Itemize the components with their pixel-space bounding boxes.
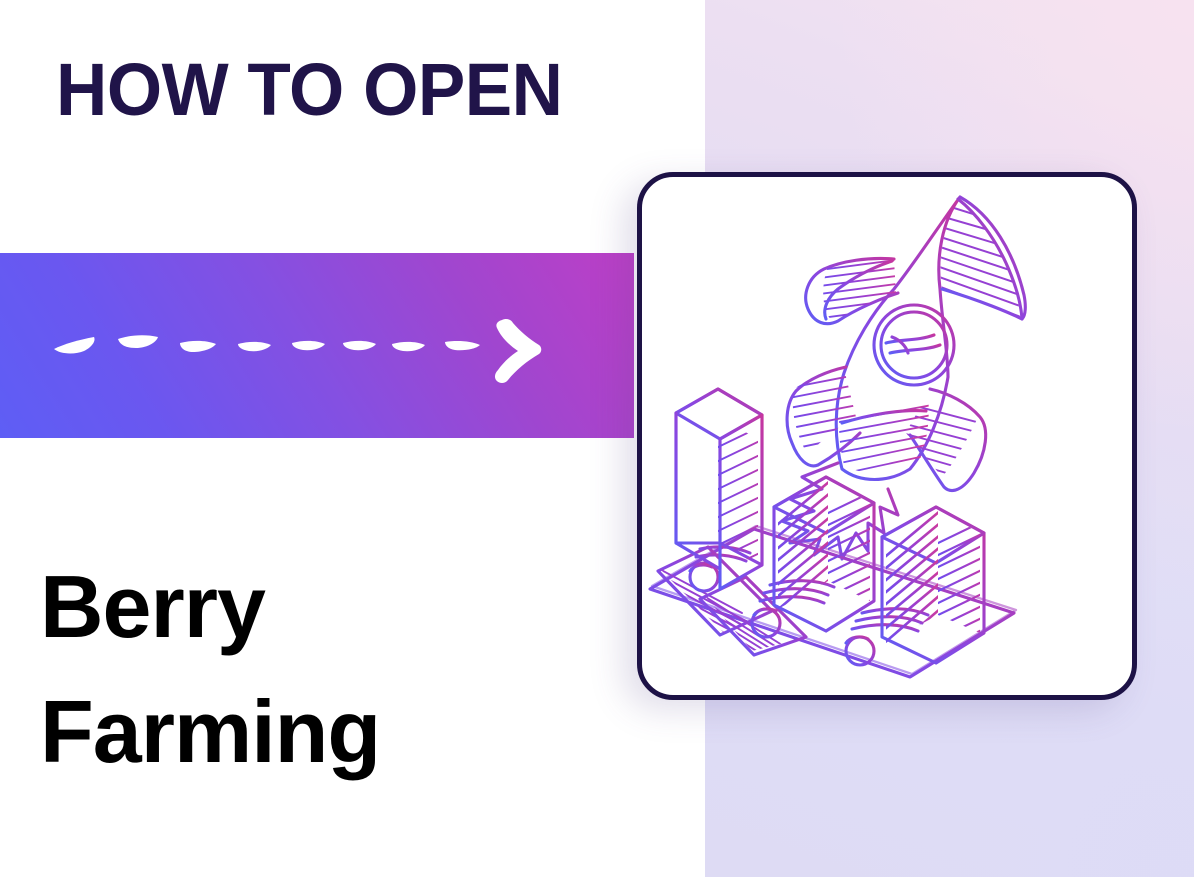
headline: Berry Farming <box>40 545 600 795</box>
dashed-arrow-right-icon <box>54 319 542 383</box>
illustration-card <box>637 172 1137 700</box>
headline-line-2: Farming <box>40 681 381 781</box>
rocket-and-bar-chart-sketch <box>642 177 1132 695</box>
gradient-ribbon <box>0 253 634 438</box>
page-title: HOW TO OPEN <box>56 48 563 131</box>
headline-line-1: Berry <box>40 557 266 656</box>
background-left-panel <box>0 0 705 877</box>
